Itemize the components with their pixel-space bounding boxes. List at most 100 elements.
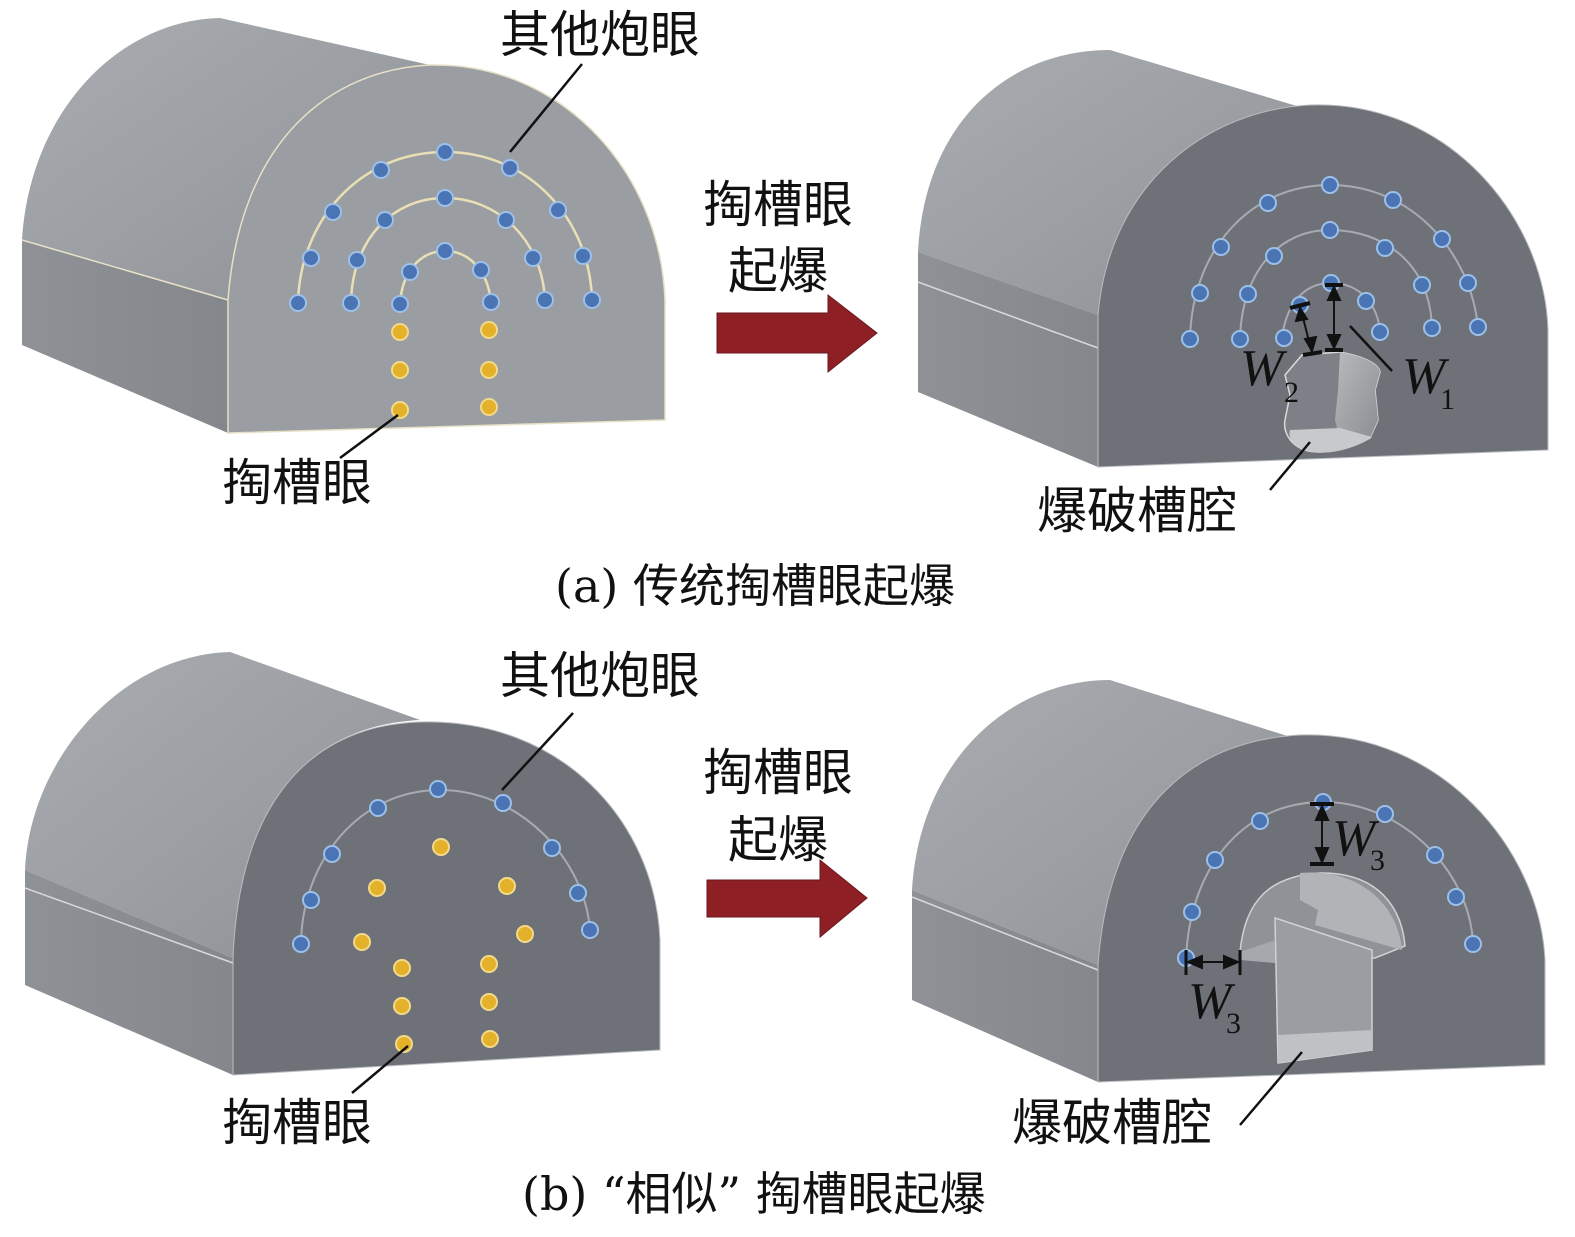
- label-blast-cavity: 爆破槽腔: [1037, 482, 1237, 540]
- other-blast-hole: [302, 891, 320, 909]
- label-w2: W: [1240, 340, 1288, 397]
- dimension-w1: [1325, 283, 1343, 352]
- cut-hole: [480, 993, 498, 1011]
- other-blast-hole: [1191, 284, 1209, 302]
- cut-hole: [353, 933, 371, 951]
- other-blast-hole: [536, 291, 554, 309]
- label-w2-subscript: 2: [1284, 376, 1299, 409]
- label-other-holes-b: 其他炮眼: [500, 647, 700, 705]
- other-blast-hole: [342, 294, 360, 312]
- caption-b: (b) “相似” 掏槽眼起爆: [522, 1167, 986, 1221]
- label-cut-holes: 掏槽眼: [222, 454, 372, 512]
- other-blast-hole: [583, 291, 601, 309]
- other-blast-hole: [1239, 285, 1257, 303]
- tunnel-model-a-after: [917, 50, 1549, 468]
- tunnel-side-surface: [25, 870, 233, 1075]
- edge-line: [21, 239, 229, 301]
- other-blast-hole: [436, 143, 454, 161]
- other-blast-hole: [348, 251, 366, 269]
- other-blast-hole: [1469, 318, 1487, 336]
- other-blast-hole: [1426, 846, 1444, 864]
- other-blast-hole: [1464, 935, 1482, 953]
- tunnel-model-b-after: [911, 680, 1546, 1083]
- other-blast-hole: [1265, 247, 1283, 265]
- other-blast-hole: [436, 189, 454, 207]
- leader-line-cut-holes: [351, 1045, 409, 1094]
- tunnel-side-surface: [22, 240, 228, 433]
- label-w3-side: W: [1188, 973, 1236, 1030]
- cut-hole: [498, 877, 516, 895]
- leader-line-cavity: [1269, 441, 1311, 491]
- other-blast-hole: [1231, 330, 1249, 348]
- other-blast-hole: [1206, 851, 1224, 869]
- other-blast-hole: [289, 294, 307, 312]
- cut-hole: [432, 838, 450, 856]
- cut-hole: [393, 959, 411, 977]
- cut-hole: [391, 323, 409, 341]
- label-w1: W: [1402, 348, 1450, 405]
- other-blast-hole: [369, 799, 387, 817]
- arrow-label-line2-b: 起爆: [728, 811, 828, 869]
- edge-line: [911, 896, 1099, 971]
- blast-cavity-floor: [1278, 1030, 1372, 1063]
- leader-line-other-holes: [509, 63, 583, 153]
- label-other-holes: 其他炮眼: [500, 6, 700, 64]
- leader-line-cavity: [1239, 1051, 1303, 1126]
- label-w3-top-subscript: 3: [1370, 844, 1385, 877]
- edge-line: [917, 281, 1099, 349]
- edge-line: [24, 887, 234, 964]
- other-blast-hole: [401, 263, 419, 281]
- other-blast-hole: [292, 935, 310, 953]
- other-blast-hole: [1433, 230, 1451, 248]
- other-blast-hole: [1413, 276, 1431, 294]
- other-blast-hole: [501, 159, 519, 177]
- other-blast-hole: [1376, 239, 1394, 257]
- other-blast-hole: [482, 293, 500, 311]
- label-cut-holes-b: 掏槽眼: [222, 1094, 372, 1152]
- other-blast-hole: [436, 242, 454, 260]
- tunnel-side-surface: [912, 890, 1098, 1082]
- cut-hole: [480, 955, 498, 973]
- other-blast-hole: [372, 161, 390, 179]
- other-blast-hole: [1384, 191, 1402, 209]
- cut-hole: [368, 879, 386, 897]
- other-blast-hole: [1447, 888, 1465, 906]
- label-blast-cavity-b: 爆破槽腔: [1012, 1094, 1212, 1152]
- blast-cavity-floor: [1289, 428, 1372, 453]
- other-blast-hole: [324, 203, 342, 221]
- tunnel-crown-surface: [25, 652, 420, 958]
- cut-hole: [516, 925, 534, 943]
- other-blast-hole: [497, 211, 515, 229]
- tunnel-front-face: [232, 721, 661, 1076]
- tunnel-model-a-before: [21, 18, 666, 434]
- other-blast-hole: [549, 201, 567, 219]
- cut-hole: [393, 997, 411, 1015]
- label-w3-top: W: [1332, 810, 1380, 867]
- other-blast-hole: [1183, 903, 1201, 921]
- other-blast-hole: [1259, 194, 1277, 212]
- caption-a: (a) 传统掏槽眼起爆: [555, 559, 955, 613]
- other-blast-hole: [323, 845, 341, 863]
- dimension-w3-vertical: [1310, 802, 1334, 866]
- other-blast-hole: [569, 884, 587, 902]
- tunnel-side-surface: [918, 252, 1098, 467]
- cut-hole: [395, 1035, 413, 1053]
- arrow-label-line1-b: 掏槽眼: [703, 744, 853, 802]
- leader-line-other-holes: [501, 712, 574, 791]
- cut-hole: [391, 361, 409, 379]
- other-blast-hole: [574, 247, 592, 265]
- cut-hole: [480, 398, 498, 416]
- arrow-label-line2: 起爆: [728, 242, 828, 300]
- other-blast-hole: [1423, 319, 1441, 337]
- other-blast-hole: [429, 780, 447, 798]
- other-blast-hole: [302, 249, 320, 267]
- arrow-right-icon: [716, 293, 878, 374]
- tunnel-crown-surface: [22, 18, 430, 300]
- tunnel-model-b-before: [24, 652, 661, 1076]
- other-blast-hole: [1212, 238, 1230, 256]
- other-blast-hole: [581, 921, 599, 939]
- other-blast-hole: [1459, 274, 1477, 292]
- other-blast-hole: [1275, 329, 1293, 347]
- other-blast-hole: [376, 211, 394, 229]
